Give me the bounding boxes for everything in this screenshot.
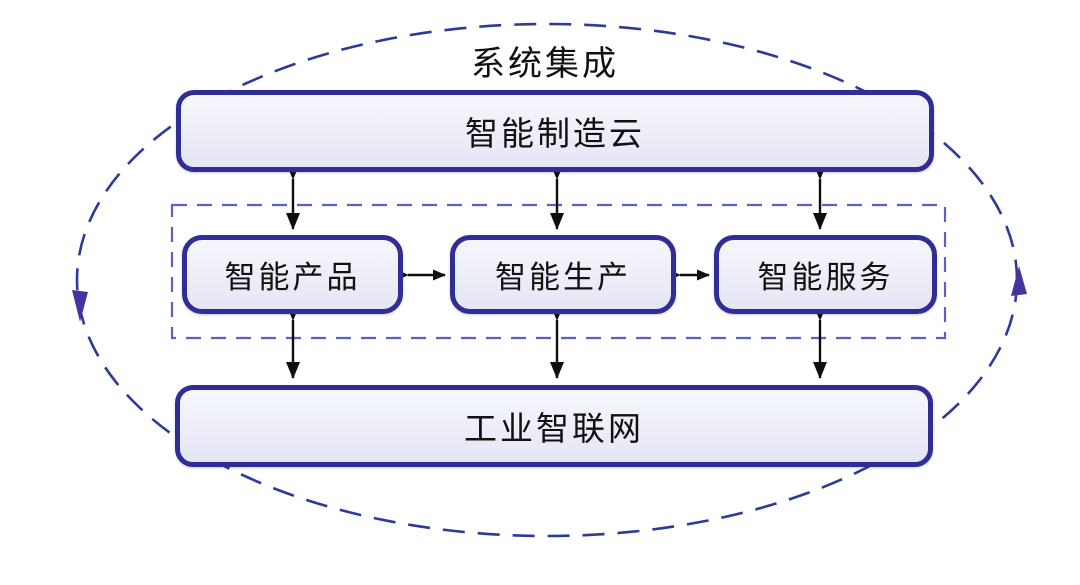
- node-smart-manufacturing-cloud: 智能制造云: [176, 90, 934, 172]
- node-smart-production: 智能生产: [450, 235, 676, 314]
- node-industrial-intelligent-network: 工业智联网: [175, 385, 933, 467]
- diagram-title: 系统集成: [471, 46, 619, 83]
- loop-left-down-arrow-icon: [72, 290, 88, 322]
- node-smart-product-label: 智能产品: [224, 260, 361, 295]
- node-smart-service: 智能服务: [714, 235, 937, 314]
- node-smart-manufacturing-cloud-label: 智能制造云: [465, 117, 645, 153]
- node-smart-product: 智能产品: [182, 235, 403, 314]
- node-smart-production-label: 智能生产: [495, 260, 631, 295]
- node-smart-service-label: 智能服务: [757, 260, 894, 295]
- node-industrial-intelligent-network-label: 工业智联网: [464, 412, 644, 448]
- loop-right-up-arrow-icon: [1011, 266, 1027, 296]
